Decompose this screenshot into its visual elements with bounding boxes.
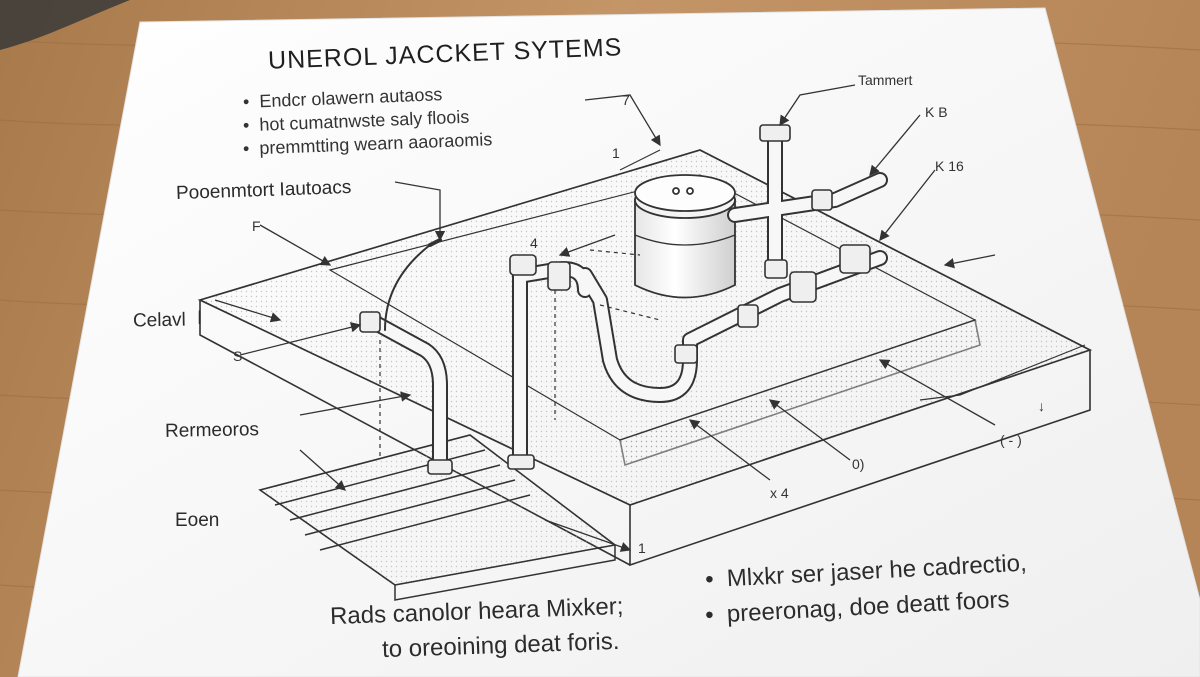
tank: [634, 174, 736, 299]
floor-slab: [197, 149, 1093, 567]
callout-label: 0): [852, 456, 865, 472]
callout-label: S: [233, 348, 243, 364]
callout-label: 1: [612, 145, 620, 161]
callout-label: Rermeoros: [164, 419, 260, 442]
callout-label: ↓: [1038, 398, 1045, 414]
callout-label: F: [252, 218, 261, 234]
callout-label: I: [197, 308, 203, 329]
callout-label: ( - ): [1000, 432, 1022, 448]
callout-label: K B: [925, 104, 948, 120]
callout-label: K 16: [935, 158, 964, 174]
callout-label: 4: [530, 235, 538, 251]
callout-label: x 4: [770, 485, 789, 501]
callout-label: Eoen: [175, 510, 220, 531]
pipe-fittings: [359, 124, 871, 475]
callout-label: 1: [638, 540, 646, 556]
callout-label: 7: [622, 92, 630, 108]
pipe-network: [362, 127, 888, 473]
callout-label: Tammert: [858, 72, 913, 88]
callout-label: Celavl: [132, 309, 186, 332]
